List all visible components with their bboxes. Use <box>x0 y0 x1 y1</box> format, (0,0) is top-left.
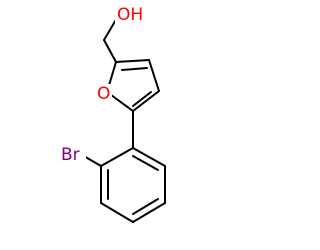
bond-ph-c1-c6-double <box>132 155 159 171</box>
br-label-backdrop <box>60 144 86 166</box>
oh-label-backdrop <box>115 4 145 26</box>
bond-furan-c4-c3 <box>148 59 160 92</box>
bond-ch2-furan-c2 <box>103 39 117 63</box>
atom-labels: OH O Br <box>60 4 145 166</box>
bromine-label: Br <box>61 145 80 165</box>
bond-furan-c3-c2 <box>115 59 150 63</box>
bond-ph-c1-c2 <box>100 147 134 167</box>
bond-furan-c2-c3-double <box>121 67 148 71</box>
furan-oxygen-label: O <box>97 84 110 104</box>
furan-o-label-backdrop <box>96 84 112 104</box>
molecule-canvas: OH O Br <box>60 4 166 223</box>
molecule-structure: OH O Br <box>60 4 166 223</box>
bond-ph-c4-c5 <box>132 202 166 223</box>
bond-ph-c6-c1 <box>132 147 166 167</box>
bond-ph-c4-c5-double <box>132 198 159 215</box>
bond-furan-c4-c5-double <box>132 91 152 107</box>
bond-furan-c5-c4 <box>132 90 160 112</box>
bond-ch2-oh <box>103 17 118 41</box>
hydroxyl-label: OH <box>117 5 143 25</box>
bonds <box>81 17 166 223</box>
bond-ph-c3-c4 <box>100 202 134 223</box>
